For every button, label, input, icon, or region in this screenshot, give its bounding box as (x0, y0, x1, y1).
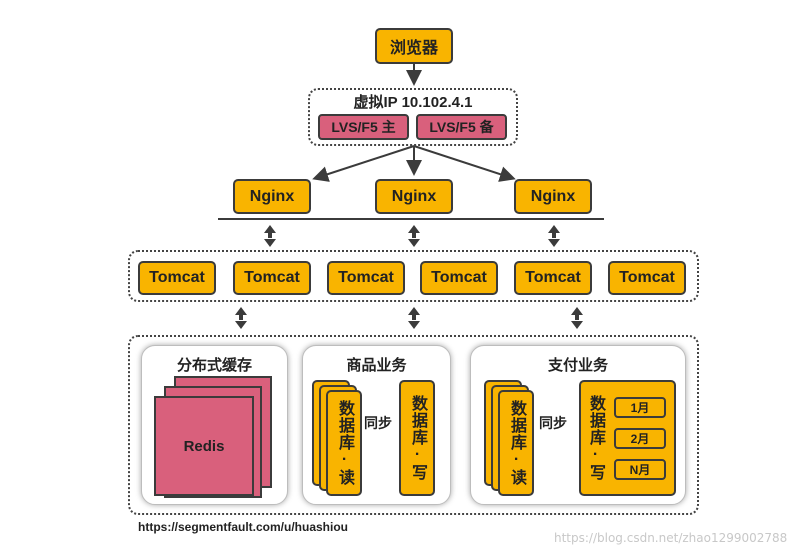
payment-db-write-label: 数据库·写 (587, 395, 604, 481)
tomcat-node: Tomcat (138, 261, 216, 295)
redis-label: Redis (183, 437, 225, 455)
payment-db-read: 数据库·读 (498, 390, 534, 496)
tomcat-label: Tomcat (244, 269, 300, 286)
goods-db-read-label: 数据库·读 (336, 400, 353, 486)
tomcat-node: Tomcat (233, 261, 311, 295)
tomcat-label: Tomcat (525, 269, 581, 286)
nginx-node: Nginx (375, 179, 453, 214)
lvs-backup-node: LVS/F5 备 (416, 114, 507, 140)
watermark: https://blog.csdn.net/zhao1299002788 (554, 531, 788, 545)
tomcat-node: Tomcat (420, 261, 498, 295)
arrow-vip-to-nginx-3 (413, 145, 516, 182)
payment-db-read-label: 数据库·读 (508, 400, 525, 486)
redis-node: Redis (154, 396, 254, 496)
lvs-master-label: LVS/F5 主 (331, 119, 396, 135)
goods-db-write-label: 数据库·写 (409, 395, 426, 481)
cache-title: 分布式缓存 (176, 357, 252, 374)
nginx-node: Nginx (233, 179, 311, 214)
tomcat-node: Tomcat (327, 261, 405, 295)
lvs-master-node: LVS/F5 主 (318, 114, 409, 140)
tomcat-node: Tomcat (608, 261, 686, 295)
tomcat-label: Tomcat (149, 269, 205, 286)
nginx-label: Nginx (249, 187, 295, 205)
nginx-label: Nginx (530, 187, 576, 205)
month-label: 2月 (630, 432, 650, 446)
browser-node: 浏览器 (375, 28, 453, 64)
tomcat-cluster (128, 250, 699, 302)
payment-title: 支付业务 (547, 357, 608, 374)
month-label: 1月 (630, 401, 650, 415)
lvs-backup-label: LVS/F5 备 (429, 119, 494, 135)
double-arrow-icon (264, 225, 560, 247)
month-partition: N月 (614, 459, 666, 480)
month-partition: 1月 (614, 397, 666, 418)
double-arrow-icon (235, 307, 583, 329)
virtual-ip-label: 虚拟IP 10.102.4.1 (353, 94, 473, 111)
browser-label: 浏览器 (389, 40, 438, 57)
tomcat-label: Tomcat (619, 269, 675, 286)
tomcat-label: Tomcat (431, 269, 487, 286)
footer-url: https://segmentfault.com/u/huashiou (138, 520, 349, 534)
tomcat-label: Tomcat (338, 269, 394, 286)
goods-db-write: 数据库·写 (399, 380, 435, 496)
storage-layer (128, 335, 699, 515)
arrow-vip-to-nginx-1 (312, 145, 415, 182)
nginx-label: Nginx (391, 187, 437, 205)
goods-title: 商品业务 (346, 357, 407, 374)
virtual-ip-group (308, 88, 518, 146)
nginx-node: Nginx (514, 179, 592, 214)
goods-sync-label: 同步 (364, 415, 392, 431)
goods-db-read: 数据库·读 (326, 390, 362, 496)
payment-sync-label: 同步 (539, 415, 567, 431)
month-label: N月 (629, 463, 651, 477)
month-partition: 2月 (614, 428, 666, 449)
tomcat-node: Tomcat (514, 261, 592, 295)
